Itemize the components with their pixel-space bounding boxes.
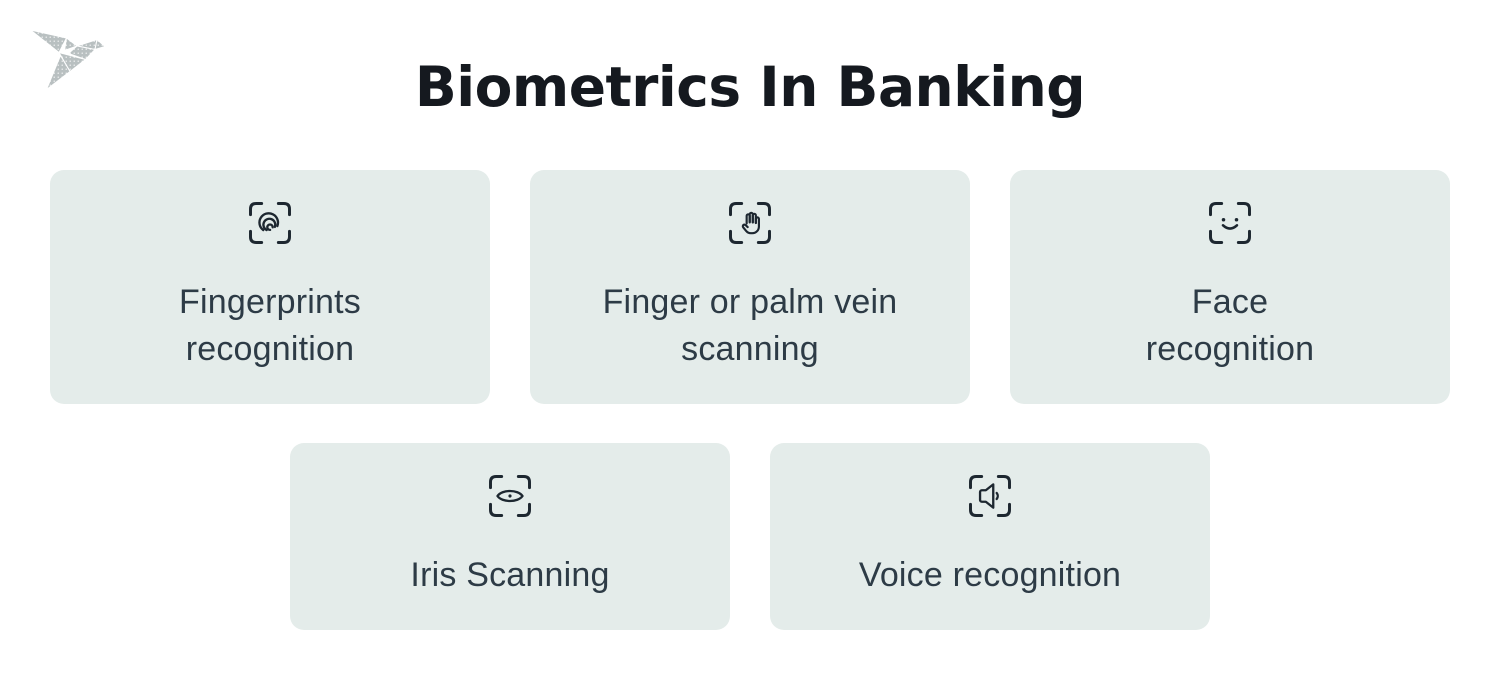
fingerprint-scan-icon — [249, 202, 291, 244]
cards-row-top: Fingerprints recognition Finger or palm … — [0, 170, 1500, 404]
cards-row-bottom: Iris Scanning Voice recognition — [0, 443, 1500, 630]
card-label: Face recognition — [1145, 283, 1315, 368]
card-finger-or-palm-vein-scanning: Finger or palm vein scanning — [530, 170, 970, 404]
card-label: Fingerprints recognition — [179, 283, 361, 368]
face-scan-icon — [1209, 202, 1251, 244]
origami-bird-logo — [25, 24, 115, 99]
hand-scan-icon — [729, 202, 771, 244]
card-voice-recognition: Voice recognition — [770, 443, 1210, 630]
card-label: Finger or palm vein scanning — [602, 283, 898, 368]
origami-bird-icon — [30, 29, 106, 90]
card-iris-scanning: Iris Scanning — [290, 443, 730, 630]
card-label: Voice recognition — [858, 556, 1122, 594]
card-fingerprints-recognition: Fingerprints recognition — [50, 170, 490, 404]
card-face-recognition: Face recognition — [1010, 170, 1450, 404]
voice-scan-icon — [969, 475, 1011, 517]
iris-scan-icon — [489, 475, 531, 517]
card-label: Iris Scanning — [410, 556, 610, 594]
page-title: Biometrics In Banking — [414, 55, 1086, 119]
